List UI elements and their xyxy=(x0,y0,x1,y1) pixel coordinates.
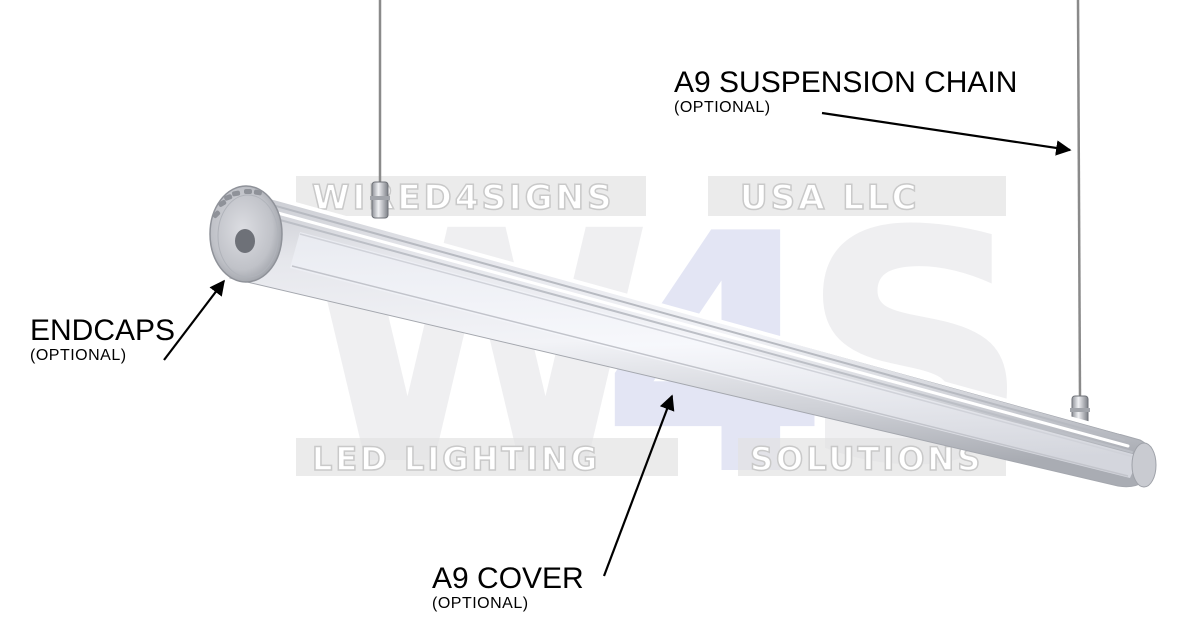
watermark-line-left: LED LIGHTING xyxy=(312,440,600,478)
led-profile xyxy=(209,185,1157,488)
suspension-chain-right xyxy=(1076,0,1082,399)
profile-cover xyxy=(290,232,1140,478)
label-cover: A9 COVER (OPTIONAL) xyxy=(432,564,584,612)
label-endcaps: ENDCAPS (OPTIONAL) xyxy=(30,316,175,364)
label-endcaps-note: (OPTIONAL) xyxy=(30,347,127,364)
label-endcaps-title: ENDCAPS xyxy=(30,314,176,347)
arrow-cover xyxy=(602,394,675,577)
callout-arrows xyxy=(163,111,1072,577)
watermark-banner-top-right xyxy=(708,176,1006,216)
endcap-hole xyxy=(235,229,255,253)
profile-end-right xyxy=(1131,442,1157,488)
label-cover-note: (OPTIONAL) xyxy=(432,595,529,612)
endcap xyxy=(209,185,283,283)
watermark-banner-top-left xyxy=(296,176,646,216)
label-cover-title: A9 COVER xyxy=(432,562,584,595)
label-suspension-chain-note: (OPTIONAL) xyxy=(674,99,771,116)
arrow-endcaps xyxy=(163,279,225,361)
suspension-chains xyxy=(370,0,1090,429)
watermark-line-right: SOLUTIONS xyxy=(750,440,983,478)
watermark-brand-right: USA LLC xyxy=(740,178,920,218)
profile-ribs xyxy=(250,190,1133,453)
watermark-monogram-s: S xyxy=(800,164,1030,536)
watermark-brand-left: WIRED4SIGNS xyxy=(312,178,614,218)
arrow-suspension-chain xyxy=(821,111,1072,156)
watermark-banner-bottom-left xyxy=(296,438,678,476)
label-suspension-chain-title: A9 SUSPENSION CHAIN xyxy=(674,66,1018,99)
cable-clamp-left xyxy=(370,181,390,219)
label-suspension-chain: A9 SUSPENSION CHAIN (OPTIONAL) xyxy=(674,68,1017,116)
